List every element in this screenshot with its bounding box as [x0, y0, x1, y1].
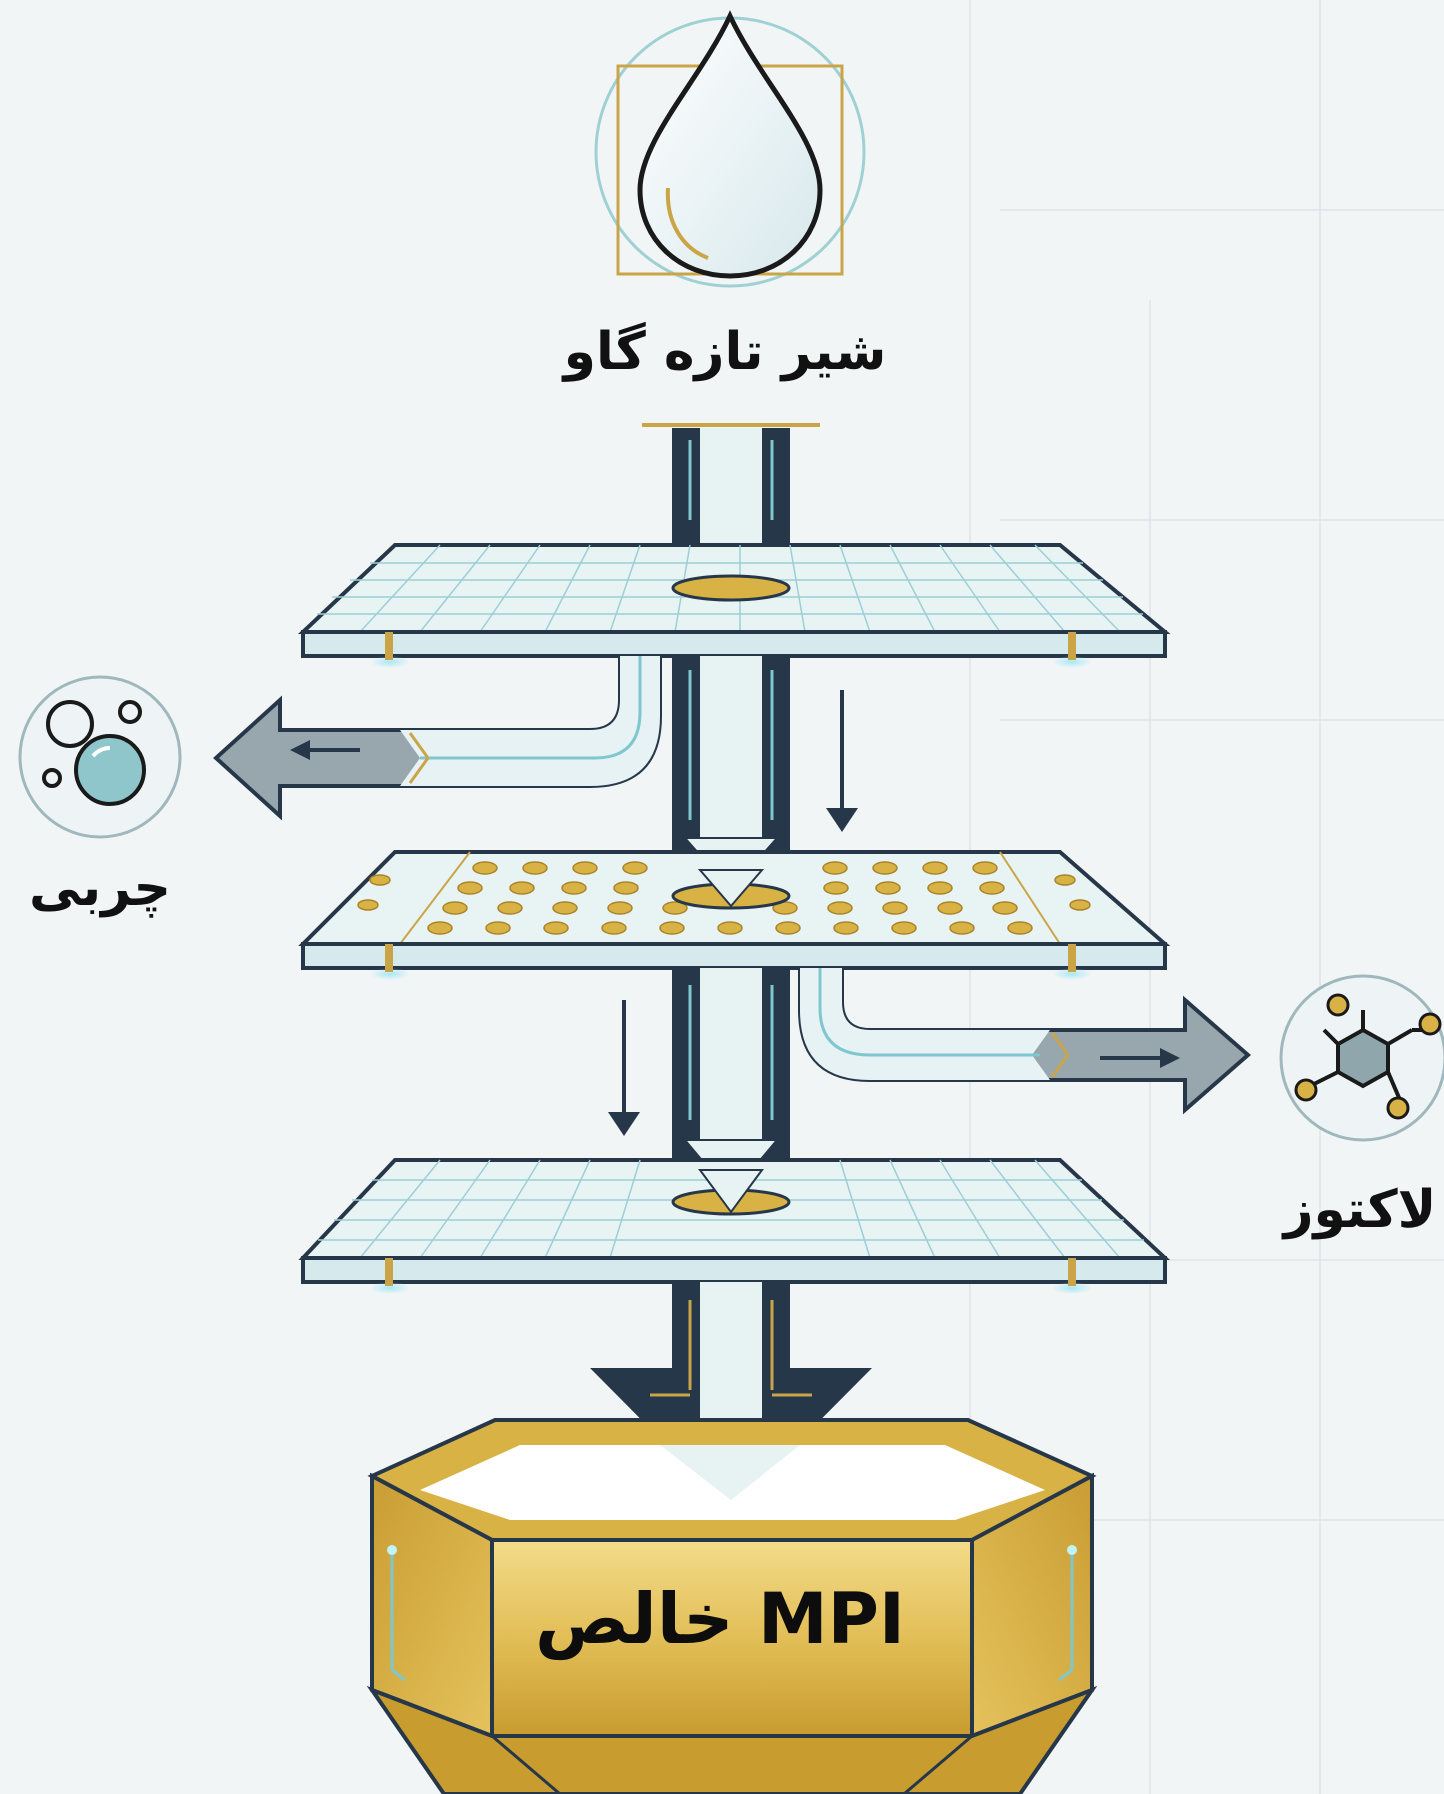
milk-drop-icon	[594, 10, 866, 288]
gold-container-icon	[366, 1418, 1098, 1794]
fat-label: چربی	[29, 858, 171, 918]
fat-bubbles-icon	[18, 675, 182, 839]
lactose-molecule-icon	[1279, 974, 1444, 1142]
flow-arrow-head-2	[697, 869, 765, 908]
milk-label: شیر تازه گاو	[563, 322, 887, 382]
lactose-output-arrow	[798, 966, 1252, 1115]
filter-plate-1	[297, 543, 1171, 668]
fat-output-arrow	[213, 654, 662, 821]
product-label: MPI خالص	[535, 1578, 905, 1660]
lactose-label: لاکتوز	[1283, 1180, 1437, 1240]
feed-pipe-opening	[671, 574, 791, 602]
flow-arrow-head-3	[698, 1169, 764, 1214]
